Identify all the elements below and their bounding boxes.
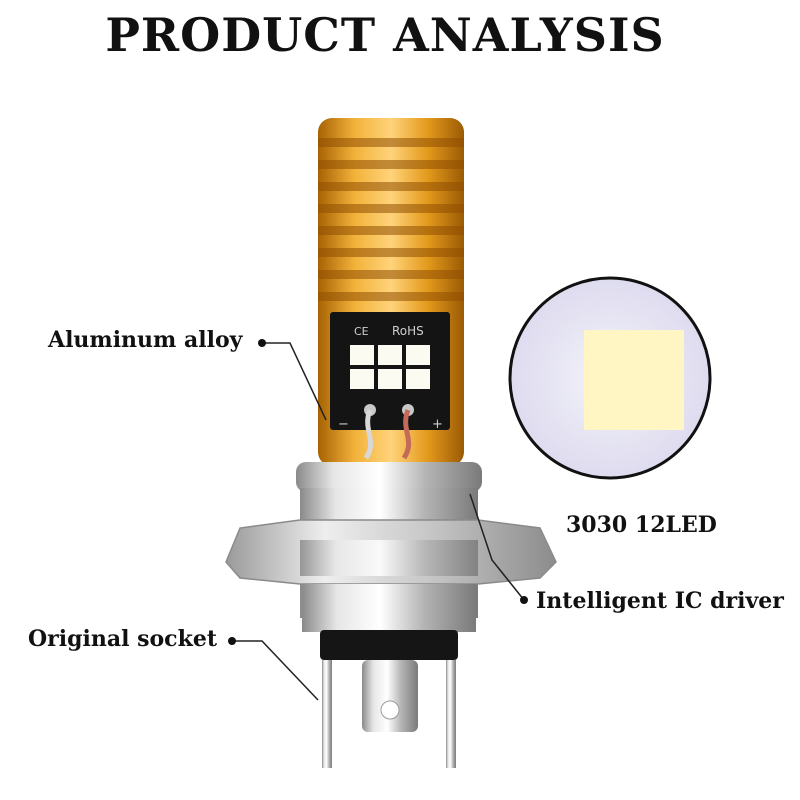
wire-plus [401,409,412,460]
led-zoom-circle [508,276,712,480]
pin-center [362,660,418,732]
callout-line-aluminum [262,342,327,421]
callout-line-driver [469,493,525,601]
callout-dot [228,637,236,645]
label-led-count: 3030 12LED [566,512,717,538]
heatsink-fin-groove [318,270,464,279]
callout-dot [520,596,528,604]
led-board: CE RoHS − + [330,312,450,460]
heatsink-fin-groove [318,138,464,147]
label-original-socket: Original socket [28,626,217,652]
heatsink-fin-groove [318,248,464,257]
page-title: PRODUCT ANALYSIS [105,8,665,62]
heatsink-fin-groove [318,204,464,213]
led-chip [406,345,430,365]
ce-mark: CE [354,325,369,338]
zoom-led-chip [584,330,684,430]
collar-top [296,462,482,492]
pin-left [322,660,332,768]
pin-right [446,660,456,768]
socket-base-black [320,630,458,660]
rohs-mark: RoHS [392,324,424,338]
callout-line-socket [232,640,319,701]
callout-dots [228,339,528,645]
led-chip [406,369,430,389]
flange-center [300,540,478,576]
label-aluminum-alloy: Aluminum alloy [48,327,243,353]
led-chip [378,369,402,389]
led-chip [350,369,374,389]
heatsink-fin-groove [318,292,464,301]
heatsink-fin-groove [318,182,464,191]
socket-flange [225,519,557,585]
socket-pins [322,660,456,768]
led-chip [350,345,374,365]
wire-minus [363,409,374,460]
plus-mark: + [432,417,443,432]
label-ic-driver: Intelligent IC driver [536,588,784,614]
led-chip [378,345,402,365]
callout-lines [232,342,525,701]
callout-dot [258,339,266,347]
heatsink-fins [318,138,464,301]
led-chip-array [350,345,430,389]
heatsink-fin-groove [318,160,464,169]
minus-mark: − [338,417,349,432]
heatsink-fin-groove [318,226,464,235]
socket-neck [302,584,476,632]
pin-hole [380,700,400,720]
